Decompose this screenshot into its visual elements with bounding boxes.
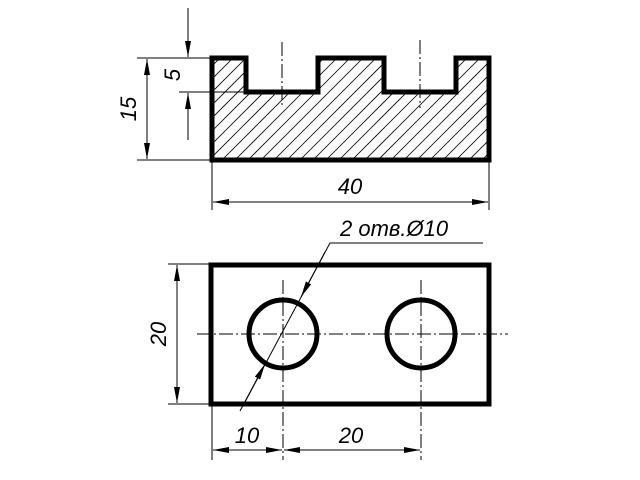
hatch-line (476, 58, 489, 160)
hatch-line (268, 58, 380, 160)
hatch-line (229, 58, 341, 160)
plan-view: 2 отв.Ø10 20 10 20 (146, 216, 508, 460)
leader-arrow-bottom (239, 363, 266, 412)
hatch-line (398, 58, 489, 160)
hatch-line (255, 58, 367, 160)
dimension-label-20-vertical: 20 (146, 321, 171, 347)
hatch-line (437, 58, 489, 160)
hatch-line (212, 58, 237, 160)
hatch-line (581, 55, 640, 165)
hatch-line (463, 58, 489, 160)
hatch-line (607, 55, 640, 165)
hatch-line (503, 55, 613, 165)
dimension-label-20-horizontal: 20 (338, 423, 364, 448)
section-view: 15 5 40 (116, 8, 640, 210)
dimension-label-10: 10 (235, 423, 260, 448)
hatch-line (568, 55, 640, 165)
hatch-line (372, 58, 484, 160)
hatch-line (212, 58, 250, 160)
hatch-line (555, 55, 640, 165)
hatch-line (529, 55, 639, 165)
hatch-line (516, 55, 626, 165)
leader-arrow-top (300, 251, 326, 298)
hatch-line (424, 58, 489, 160)
hatch-line (490, 55, 600, 165)
hatch-line (242, 58, 354, 160)
hatch-line (450, 58, 489, 160)
dimension-label-5: 5 (160, 68, 185, 81)
hatch-line (281, 58, 393, 160)
hatch-line (594, 55, 640, 165)
hatch-line (542, 55, 640, 165)
hatch-line (385, 58, 489, 160)
hole-callout: 2 отв.Ø10 (339, 216, 449, 241)
dimension-label-40: 40 (338, 174, 363, 199)
hatch-line (411, 58, 489, 160)
dimension-label-15: 15 (116, 96, 141, 121)
